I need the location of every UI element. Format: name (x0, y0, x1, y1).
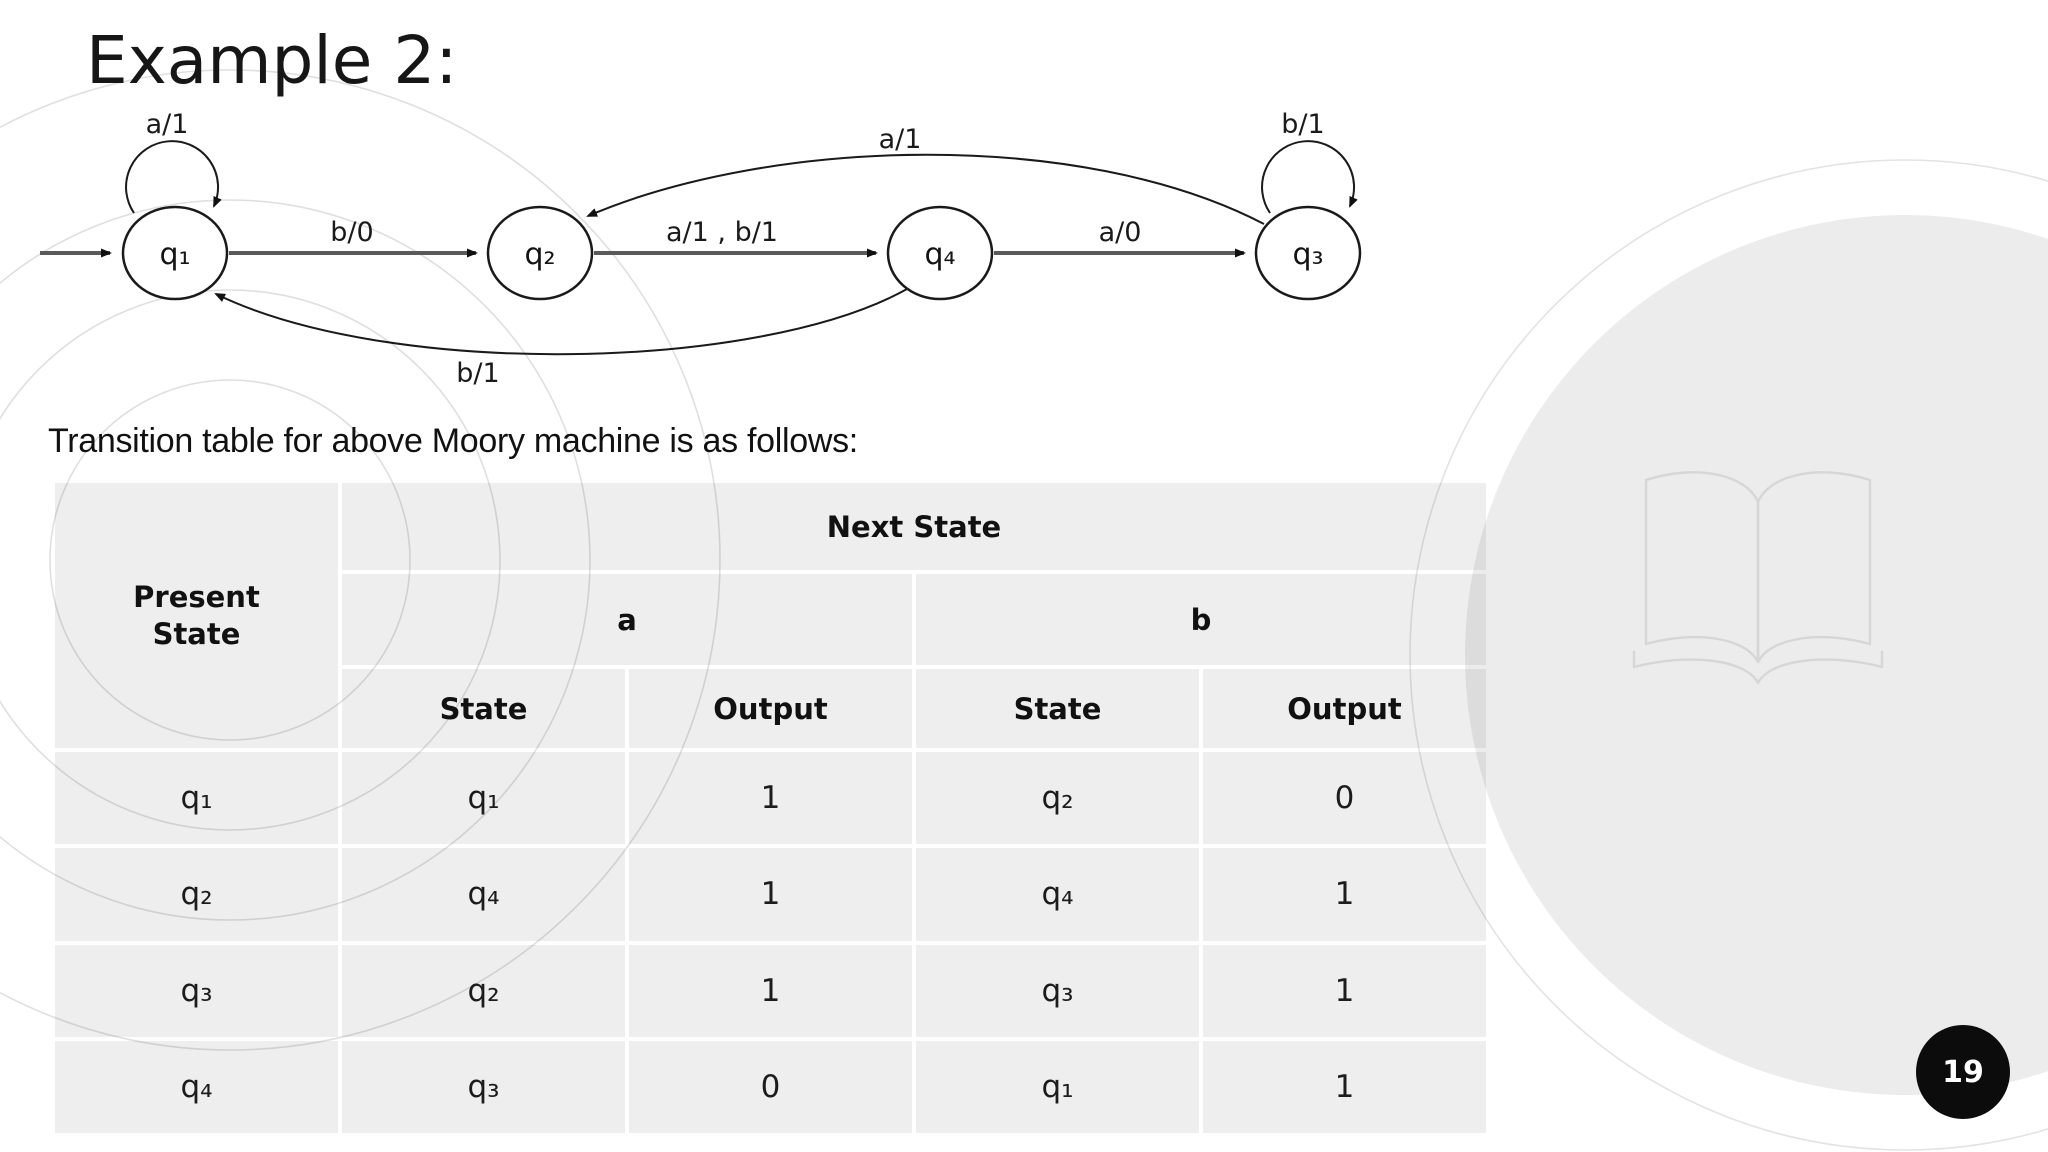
table-row-cell: q₄ (342, 848, 625, 941)
header-output-b: Output (1203, 669, 1486, 748)
edge-label-q4-q3: a/0 (1099, 217, 1142, 248)
edge-label-q4-q1: b/1 (456, 358, 499, 389)
state-node-q3 (1254, 205, 1362, 301)
edge-q4-q1 (214, 288, 908, 356)
table-row-cell: q₄ (55, 1040, 338, 1133)
state-diagram: a/1 b/0 a/1 , b/1 a/0 a/1 b/1 b/1 q₁ q₂ … (40, 109, 1362, 389)
table-row-cell: 1 (1203, 944, 1486, 1037)
state-label-q1: q₁ (159, 237, 190, 272)
table-row-cell: q₂ (342, 944, 625, 1037)
transition-table: Present State Next State a b State Outpu… (55, 483, 1486, 1133)
edge-label-q1-self: a/1 (146, 109, 189, 140)
table-row-cell: q₁ (55, 752, 338, 845)
header-present-state: Present State (55, 483, 338, 748)
outline-circle-decor (1409, 159, 2048, 1151)
header-output-a: Output (629, 669, 912, 748)
table-row-cell: 1 (1203, 1040, 1486, 1133)
state-node-q2 (486, 205, 594, 301)
page-title: Example 2: (86, 22, 458, 99)
state-label-q4: q₄ (924, 237, 955, 272)
table-row-cell: q₂ (916, 752, 1199, 845)
table-row-cell: 1 (629, 944, 912, 1037)
table-row-cell: 0 (1203, 752, 1486, 845)
filled-circle-decor (1465, 215, 2048, 1095)
edge-label-q3-self: b/1 (1281, 109, 1324, 140)
edge-label-q2-q4: a/1 , b/1 (666, 217, 778, 248)
state-label-q2: q₂ (524, 237, 555, 272)
header-state-b: State (916, 669, 1199, 748)
table-row-cell: q₁ (342, 752, 625, 845)
table-caption: Transition table for above Moory machine… (48, 422, 858, 460)
table-row-cell: 0 (629, 1040, 912, 1133)
self-loop-q3 (1261, 140, 1358, 214)
edge-label-q1-q2: b/0 (330, 217, 373, 248)
table-row-cell: q₂ (55, 848, 338, 941)
table-row-cell: 1 (1203, 848, 1486, 941)
table-row-cell: q₄ (916, 848, 1199, 941)
edge-label-q3-q2: a/1 (879, 124, 922, 155)
page-number: 19 (1942, 1054, 1984, 1090)
header-input-a: a (342, 574, 912, 665)
header-next-state: Next State (342, 483, 1486, 570)
table-row-cell: q₃ (342, 1040, 625, 1133)
open-book-icon (1632, 471, 1884, 685)
table-row-cell: q₃ (916, 944, 1199, 1037)
table-row-cell: 1 (629, 752, 912, 845)
page-number-badge: 19 (1916, 1025, 2010, 1119)
edge-q3-q2 (586, 153, 1265, 225)
state-node-q4 (886, 205, 994, 301)
table-row-cell: q₃ (55, 944, 338, 1037)
concentric-circles-decor (0, 69, 721, 1051)
table-row-cell: 1 (629, 848, 912, 941)
table-row-cell: q₁ (916, 1040, 1199, 1133)
self-loop-q1 (125, 140, 222, 214)
header-state-a: State (342, 669, 625, 748)
state-label-q3: q₃ (1292, 237, 1323, 272)
header-input-b: b (916, 574, 1486, 665)
state-node-q1 (121, 205, 229, 301)
